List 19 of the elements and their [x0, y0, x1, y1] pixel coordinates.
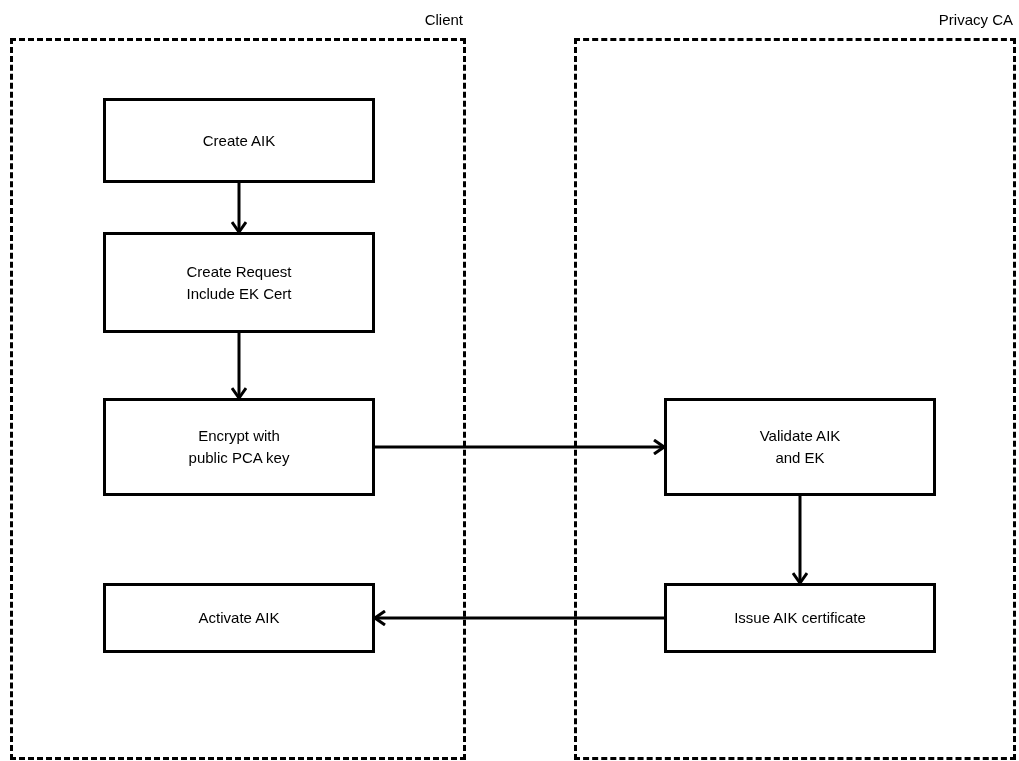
- process-box: [664, 583, 936, 653]
- box-label: Activate AIK: [198, 608, 280, 628]
- lane-title: Privacy CA: [938, 11, 1013, 28]
- arrow: [230, 333, 248, 400]
- arrow: [230, 183, 248, 234]
- box-label: Encrypt with public PCA key: [187, 426, 291, 468]
- process-box: [664, 398, 936, 496]
- arrow: [375, 438, 666, 456]
- arrow: [373, 609, 664, 627]
- box-label: Issue AIK certificate: [734, 608, 866, 628]
- box-label: Create AIK: [202, 130, 276, 151]
- process-box: [103, 98, 375, 183]
- box-label: Create Request Include EK Cert: [185, 261, 293, 304]
- box-label: Validate AIK and EK: [758, 426, 842, 468]
- process-box: [103, 232, 375, 333]
- arrow: [791, 496, 809, 585]
- process-box: [103, 583, 375, 653]
- process-box: [103, 398, 375, 496]
- lane-title: Client: [424, 11, 463, 28]
